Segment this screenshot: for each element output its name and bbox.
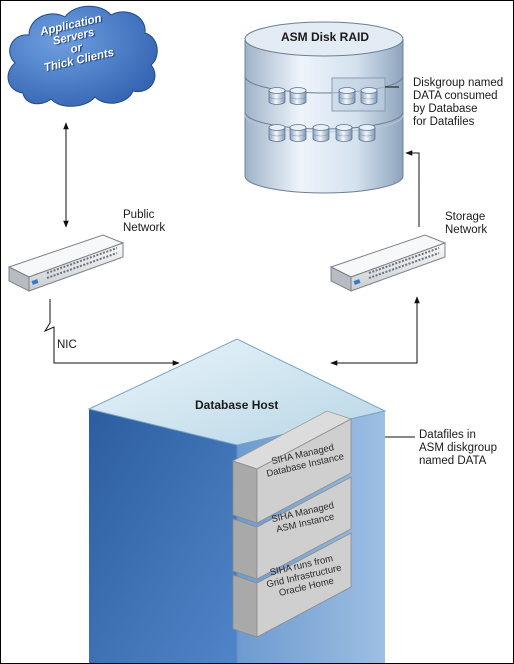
mini-disk-icon — [268, 124, 286, 142]
datafiles-note-line3: named DATA — [419, 455, 487, 467]
mini-disk-icon — [289, 87, 307, 105]
diskgroup-note: Diskgroup named DATA consumed by Databas… — [413, 77, 503, 129]
public-network-line1: Public — [123, 209, 155, 221]
diskgroup-note-line3: by Database — [413, 103, 478, 115]
datafiles-note: Datafiles in ASM diskgroup named DATA — [419, 429, 497, 468]
software-stack — [231, 410, 353, 638]
storage-network-line2: Network — [445, 224, 488, 236]
mini-disk-group — [268, 87, 378, 142]
diskgroup-note-line4: for Datafiles — [413, 116, 475, 128]
nic-label: NIC — [57, 339, 77, 351]
datafiles-note-line1: Datafiles in — [419, 429, 476, 441]
storage-switch-to-host-arrow — [330, 296, 420, 366]
storage-switch-to-raid-arrow — [405, 150, 420, 227]
mini-disk-icon — [335, 124, 353, 142]
public-network-label: Public Network — [123, 209, 165, 235]
storage-network-switch — [329, 234, 447, 292]
diskgroup-note-line2: DATA consumed — [413, 90, 498, 102]
public-network-line2: Network — [123, 222, 166, 234]
public-network-switch — [7, 234, 125, 292]
mini-disk-icon — [358, 124, 376, 142]
mini-disk-icon — [338, 87, 356, 105]
nic-lightning-link — [43, 299, 180, 366]
mini-disk-icon — [312, 124, 330, 142]
mini-disk-icon — [268, 87, 286, 105]
diskgroup-note-line1: Diskgroup named — [413, 77, 504, 89]
storage-network-label: Storage Network — [445, 211, 487, 237]
asm-disk-raid-title: ASM Disk RAID — [281, 30, 370, 44]
cloud-shape — [7, 5, 158, 107]
datafiles-note-line2: ASM diskgroup — [419, 442, 497, 454]
storage-network-line1: Storage — [445, 211, 486, 223]
database-host-title: Database Host — [195, 398, 279, 412]
mini-disk-icon — [289, 124, 307, 142]
mini-disk-icon — [360, 87, 378, 105]
